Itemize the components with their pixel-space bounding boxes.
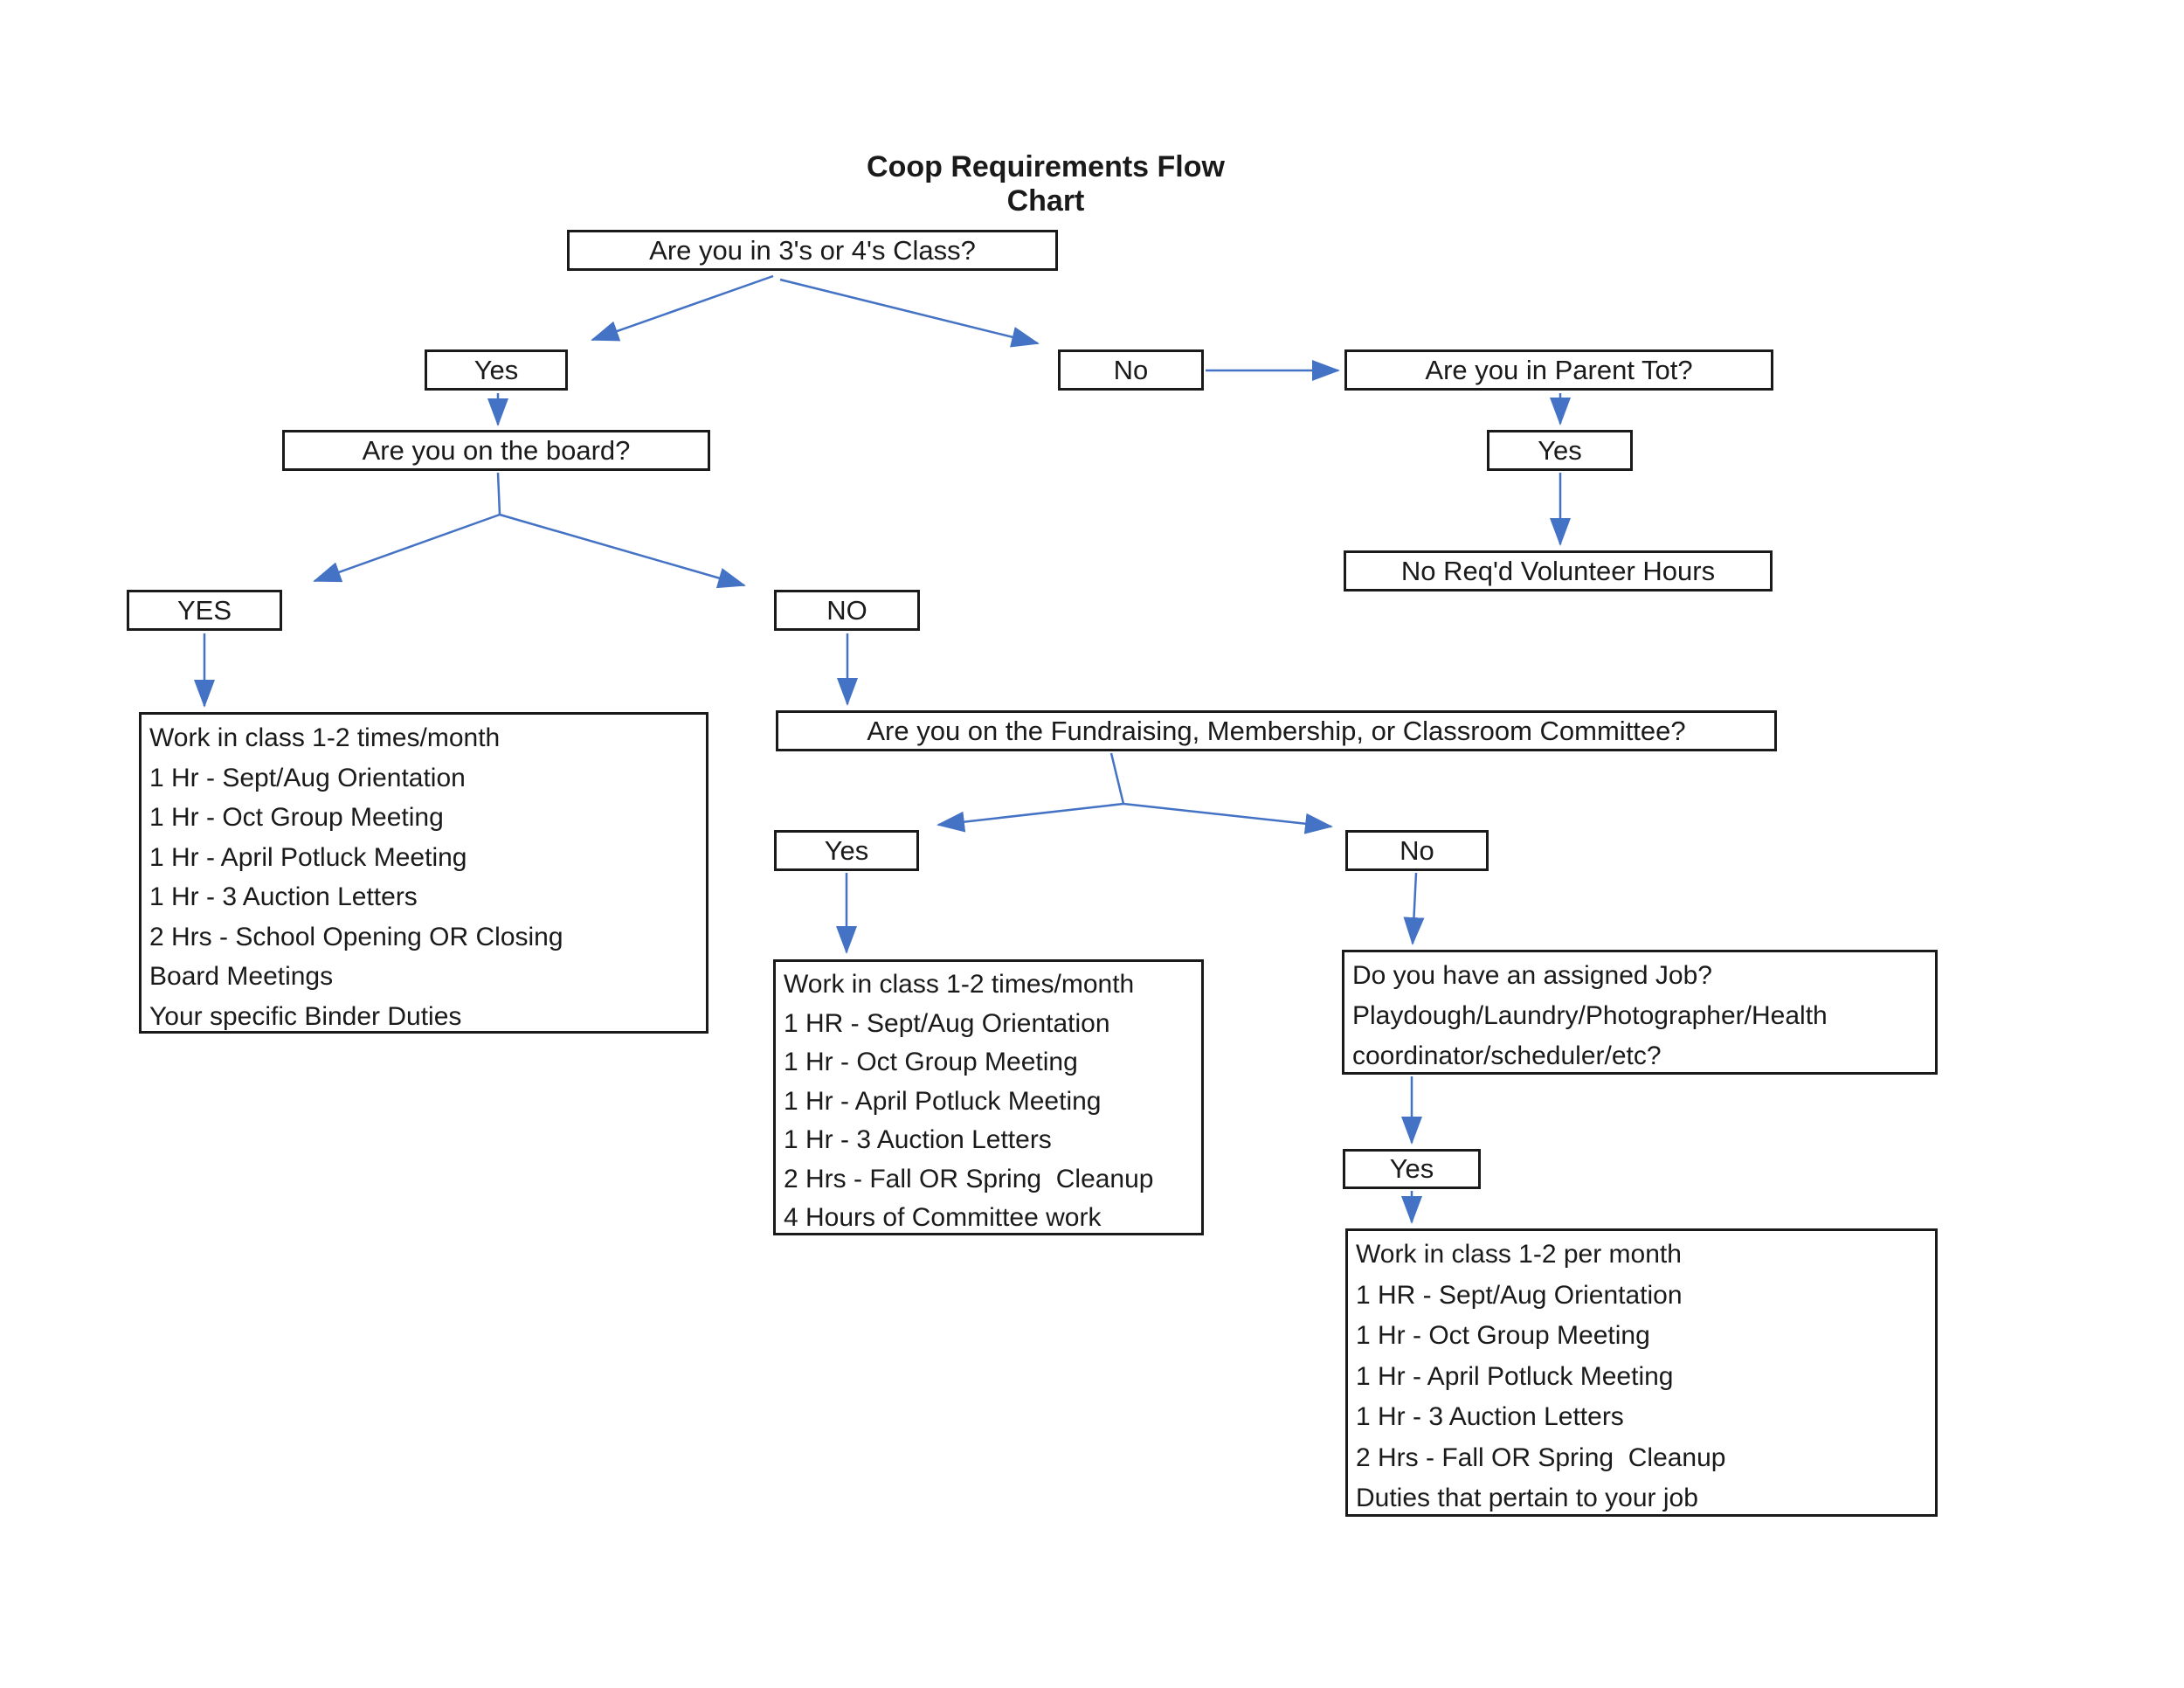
- duty-line: 1 Hr - 3 Auction Letters: [784, 1125, 1052, 1154]
- duty-line: 2 Hrs - Fall OR Spring Cleanup: [784, 1164, 1154, 1193]
- duty-line: Board Meetings: [149, 962, 334, 991]
- duty-line: 1 Hr - Oct Group Meeting: [149, 803, 444, 832]
- node-yes-parent-tot: Yes: [1487, 430, 1633, 471]
- duty-line: Work in class 1-2 times/month: [149, 723, 501, 752]
- node-yes-board: YES: [127, 590, 282, 631]
- node-no-committee: No: [1345, 830, 1489, 871]
- node-yes-job: Yes: [1343, 1149, 1481, 1189]
- arrow-board-stem: [496, 472, 501, 515]
- duty-line: 1 Hr - April Potluck Meeting: [149, 842, 467, 872]
- duty-line: Your specific Binder Duties: [149, 1001, 462, 1031]
- node-yes-class: Yes: [425, 349, 568, 391]
- arrow-board-to-no: [499, 513, 746, 589]
- flow-chart-title: Coop Requirements Flow Chart: [867, 150, 1225, 218]
- arrow-committee-to-yes: [936, 802, 1124, 833]
- duty-line: 1 Hr - 3 Auction Letters: [149, 882, 418, 911]
- duty-line: 1 HR - Sept/Aug Orientation: [784, 1008, 1110, 1038]
- arrow-committee-stem: [1109, 752, 1125, 805]
- node-yes-committee: Yes: [774, 830, 919, 871]
- node-committee-duties: Work in class 1-2 times/month 1 HR - Sept…: [773, 959, 1204, 1235]
- duty-line: 4 Hours of Committee work: [784, 1203, 1102, 1232]
- node-q-job: Do you have an assigned Job? Playdough/La…: [1342, 950, 1938, 1075]
- duty-line: Work in class 1-2 per month: [1356, 1240, 1682, 1269]
- duty-line: 1 Hr - April Potluck Meeting: [1356, 1361, 1674, 1391]
- duty-line: 1 Hr - 3 Auction Letters: [1356, 1402, 1624, 1431]
- duty-line: 1 Hr - Sept/Aug Orientation: [149, 763, 466, 792]
- node-no-class: No: [1058, 349, 1204, 391]
- duty-line: 1 Hr - Oct Group Meeting: [1356, 1321, 1650, 1350]
- arrow-class-to-no: [779, 278, 1040, 348]
- duty-line: Playdough/Laundry/Photographer/Health: [1352, 1001, 1828, 1030]
- duty-line: 1 Hr - Oct Group Meeting: [784, 1048, 1078, 1076]
- duty-line: 1 Hr - April Potluck Meeting: [784, 1086, 1102, 1116]
- duty-line: Duties that pertain to your job: [1356, 1484, 1698, 1512]
- node-no-board: NO: [774, 590, 920, 631]
- duty-line: Do you have an assigned Job?: [1352, 961, 1712, 990]
- duty-line: Work in class 1-2 times/month: [784, 970, 1135, 999]
- node-q-class: Are you in 3's or 4's Class?: [567, 230, 1058, 271]
- arrow-board-to-yes: [313, 513, 501, 583]
- node-q-parent-tot: Are you in Parent Tot?: [1344, 349, 1773, 391]
- duty-line: 1 HR - Sept/Aug Orientation: [1356, 1280, 1683, 1310]
- arrow-class-to-yes: [591, 274, 774, 342]
- duty-line: 2 Hrs - Fall OR Spring Cleanup: [1356, 1442, 1726, 1472]
- node-board-duties: Work in class 1-2 times/month 1 Hr - Sept…: [139, 712, 708, 1034]
- duty-line: 2 Hrs - School Opening OR Closing: [149, 922, 563, 951]
- duty-line: coordinator/scheduler/etc?: [1352, 1041, 1662, 1070]
- node-q-board: Are you on the board?: [282, 430, 710, 471]
- node-q-committee: Are you on the Fundraising, Membership, …: [776, 710, 1777, 751]
- node-no-volunteer-hours: No Req'd Volunteer Hours: [1344, 550, 1773, 591]
- node-job-duties: Work in class 1-2 per month 1 HR - Sept/A…: [1345, 1228, 1938, 1517]
- arrow-no-committee-to-job: [1403, 872, 1425, 945]
- arrow-committee-to-no: [1123, 802, 1333, 834]
